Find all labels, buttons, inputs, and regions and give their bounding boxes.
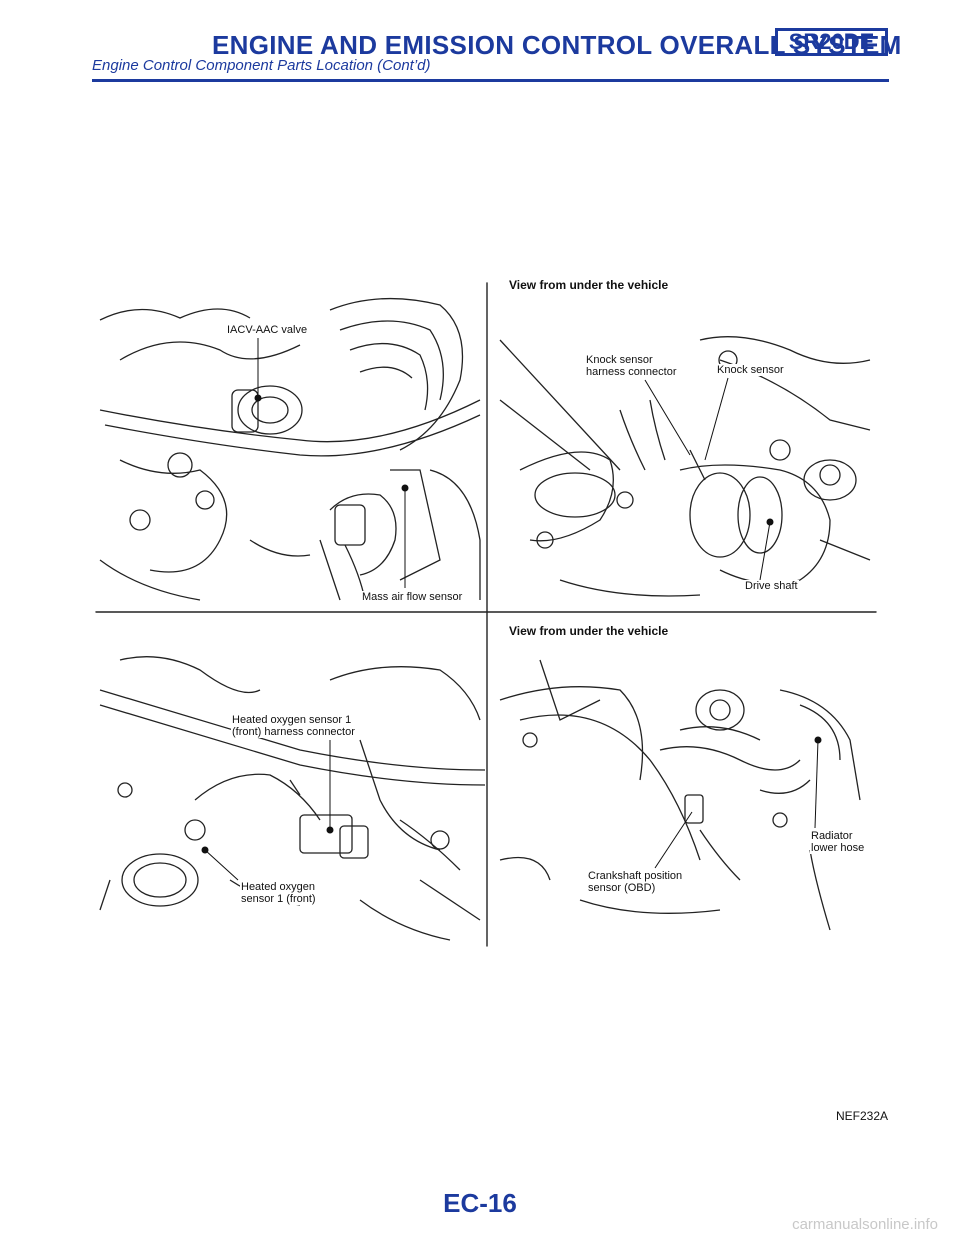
engine-illustration-knock-sensor <box>499 336 871 597</box>
label-heated-oxygen-sensor: Heated oxygen sensor 1 (front) <box>240 881 317 905</box>
label-mass-air-flow-sensor: Mass air flow sensor <box>361 591 464 603</box>
leader-heated-oxygen-sensor <box>204 849 239 881</box>
watermark: carmanualsonline.info <box>792 1216 938 1233</box>
view-label-bottom: View from under the vehicle <box>509 624 669 638</box>
label-radiator-lower-hose: Radiator lower hose <box>810 830 866 854</box>
page-number: EC-16 <box>443 1188 517 1218</box>
header-rule <box>92 79 889 82</box>
label-iacv-aac-valve: IACV-AAC valve <box>226 324 309 336</box>
engine-illustration-iacv-maf <box>99 297 481 601</box>
leader-knock-sensor <box>704 377 729 461</box>
view-label-top: View from under the vehicle <box>509 278 669 292</box>
leader-knock-sensor-harness-connector <box>644 379 691 456</box>
label-crankshaft-position-sensor: Crankshaft position sensor (OBD) <box>587 870 684 894</box>
figure-id: NEF232A <box>836 1109 889 1123</box>
engine-illustration-heated-oxygen-sensor <box>99 656 486 941</box>
leader-drive-shaft <box>759 521 771 581</box>
engine-illustration-crankshaft-sensor <box>499 659 861 931</box>
leader-crankshaft-position-sensor <box>654 811 693 869</box>
engine-code-badge: SR20DE <box>775 28 888 56</box>
page-subtitle: Engine Control Component Parts Location … <box>92 57 431 74</box>
label-knock-sensor: Knock sensor <box>716 364 785 376</box>
leader-radiator-lower-hose <box>814 739 819 829</box>
label-drive-shaft: Drive shaft <box>744 580 799 592</box>
label-heated-oxygen-sensor-harness-connector: Heated oxygen sensor 1 (front) harness c… <box>231 714 356 738</box>
label-knock-sensor-harness-connector: Knock sensor harness connector <box>585 354 678 378</box>
